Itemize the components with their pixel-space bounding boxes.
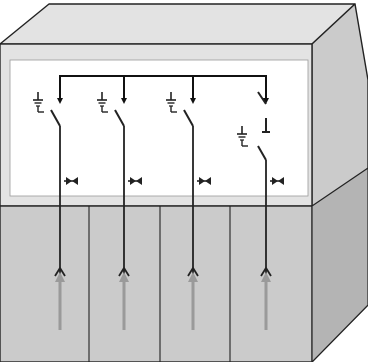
cable-termination-icon [187,266,199,277]
busbar-drop-arrow-icon [190,98,196,104]
interlock-icon [72,177,78,185]
switch-blade [114,109,125,127]
cable-entry-arrow-icon [188,272,198,282]
cable-termination-icon [54,266,66,277]
interlock-icon [136,177,142,185]
cable-entry-arrow-icon [261,272,271,282]
cabinet-lower-right-face [311,167,368,362]
switch-blade [183,109,194,127]
cable-entry-arrow-icon [55,272,65,282]
cabinet-top-face [0,3,356,45]
cable-termination-icon [260,266,272,277]
switch-blade [50,109,61,127]
interlock-icon [272,177,278,185]
feeder-4 [237,91,284,330]
interlock-icon [205,177,211,185]
cable-entry-arrow-icon [119,272,129,282]
feeder-2 [97,92,142,330]
feeder-1 [33,92,78,330]
interlock-icon [66,177,72,185]
cable-termination-icon [118,266,130,277]
interlock-icon [130,177,136,185]
interlock-icon [199,177,205,185]
cabinet [0,3,368,362]
busbar-drop-arrow-icon [121,98,127,104]
busbar-drop-arrow-icon [263,98,269,104]
busbar [57,75,269,104]
cable-compartment [0,205,313,362]
earthing-blade [257,145,267,161]
feeder-3 [166,92,211,330]
interlock-icon [278,177,284,185]
switch-compartment [9,59,309,197]
busbar-drop-arrow-icon [57,98,63,104]
disconnector-blade [257,91,267,105]
